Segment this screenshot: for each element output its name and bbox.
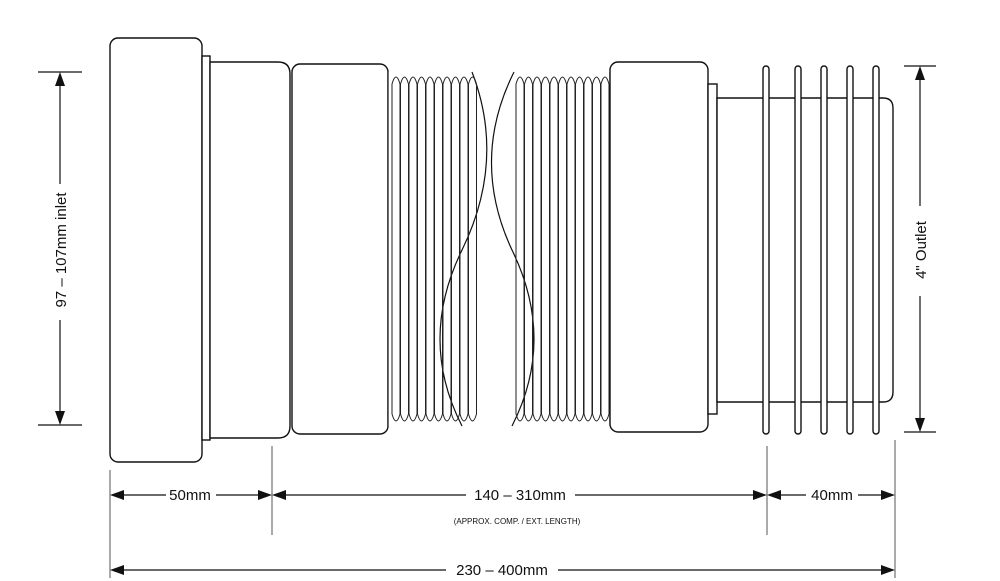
outlet-label: 4" Outlet <box>913 220 930 279</box>
inlet-collar <box>109 37 291 463</box>
flexible-section <box>387 71 611 427</box>
extension-lines <box>109 440 896 578</box>
corrugation-rib <box>468 76 477 422</box>
outlet-dimension: 4" Outlet <box>904 65 936 433</box>
dim-outlet-length: 40mm <box>811 487 853 504</box>
dim-total-length: 230 – 400mm <box>456 562 548 579</box>
outlet-spigot <box>716 65 894 435</box>
spigot-fin <box>820 65 828 435</box>
dim-flex-length: 140 – 310mm <box>474 487 566 504</box>
spigot-fin <box>762 65 770 435</box>
inlet-label: 97 – 107mm inlet <box>53 192 70 308</box>
spigot-fin <box>872 65 880 435</box>
spigot-fin <box>846 65 854 435</box>
spigot-fin <box>794 65 802 435</box>
inlet-dimension: 97 – 107mm inlet <box>38 71 82 426</box>
dim-flex-note: (APPROX. COMP. / EXT. LENGTH) <box>454 517 581 526</box>
corrugation-rib <box>600 76 610 422</box>
dim-inlet-length: 50mm <box>169 487 211 504</box>
length-dimensions: 50mm 140 – 310mm (APPROX. COMP. / EXT. L… <box>110 487 895 526</box>
total-dimension: 230 – 400mm <box>110 562 895 579</box>
coupling-sleeve <box>291 63 389 435</box>
outlet-collar <box>609 61 718 433</box>
